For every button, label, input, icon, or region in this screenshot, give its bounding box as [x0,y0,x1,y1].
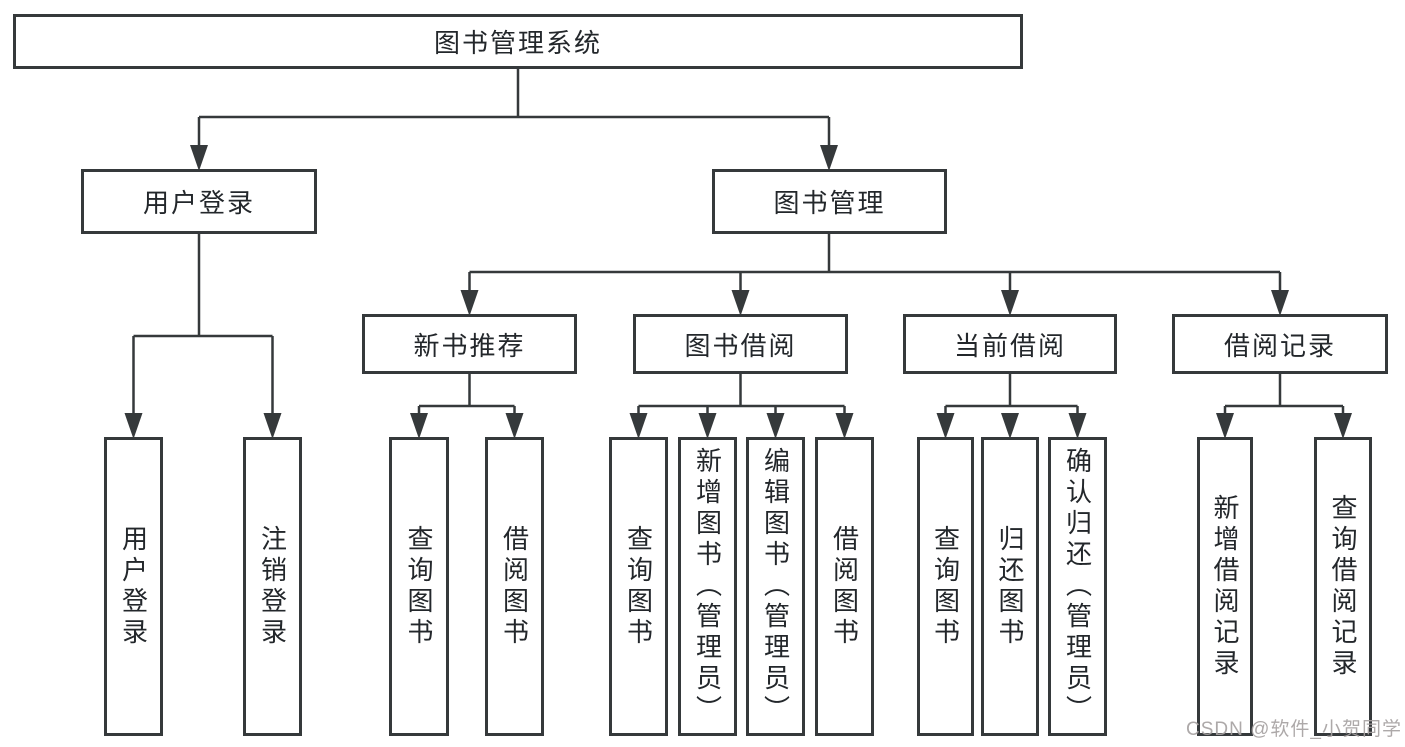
node-query-books-1: 查询图书 [389,437,449,736]
node-query-borrow-record: 查询借阅记录 [1314,437,1372,736]
node-borrow-books-1: 借阅图书 [485,437,544,736]
watermark: CSDN @软件_小贺同学 [1186,719,1402,740]
node-label: 用户登录 [142,188,255,218]
node-label: 新增图书（管理员） [692,447,723,726]
arrow-icon [698,413,717,439]
node-current-borrowing: 当前借阅 [903,314,1117,374]
node-label: 注销登录 [257,524,288,649]
arrow-icon [766,413,785,439]
node-label: 查询借阅记录 [1328,493,1358,680]
node-label: 借阅图书 [829,524,860,649]
node-label: 图书管理系统 [433,28,602,58]
arrow-icon [263,413,282,439]
node-book-borrowing: 图书借阅 [633,314,848,374]
arrow-icon [1216,413,1234,439]
node-label: 图书管理 [773,188,886,218]
node-label: 借阅图书 [499,524,530,649]
node-library-system: 图书管理系统 [13,14,1023,69]
arrow-icon [1271,290,1289,316]
node-new-book-recommendation: 新书推荐 [362,314,577,374]
arrow-icon [820,145,838,171]
node-add-borrow-record: 新增借阅记录 [1197,437,1253,736]
node-user-login-leaf: 用户登录 [104,437,163,736]
node-label: 新书推荐 [413,330,526,361]
arrow-icon [460,290,479,316]
arrow-icon [731,290,750,316]
node-label: 查询图书 [930,524,961,649]
arrow-icon [190,145,208,171]
arrow-icon [629,413,648,439]
arrow-icon [505,413,524,439]
arrow-icon [410,413,428,439]
node-add-book-admin: 新增图书（管理员） [678,437,737,736]
arrow-icon [1001,290,1019,316]
arrow-icon [936,413,955,439]
node-borrowing-records: 借阅记录 [1172,314,1388,374]
node-confirm-return-admin: 确认归还（管理员） [1048,437,1107,736]
node-logout-leaf: 注销登录 [243,437,302,736]
node-book-management: 图书管理 [712,169,947,234]
node-borrow-books-2: 借阅图书 [815,437,874,736]
node-label: 新增借阅记录 [1210,493,1240,680]
node-label: 查询图书 [623,524,654,649]
node-label: 图书借阅 [684,330,797,361]
arrow-icon [1001,413,1019,439]
node-label: 当前借阅 [953,330,1066,361]
node-label: 借阅记录 [1223,330,1336,361]
node-query-books-3: 查询图书 [917,437,974,736]
arrow-icon [1334,413,1352,439]
node-return-books: 归还图书 [981,437,1039,736]
node-label: 归还图书 [995,524,1025,649]
arrow-icon [1068,413,1087,439]
node-user-login: 用户登录 [81,169,317,234]
arrow-icon [124,413,143,439]
node-label: 确认归还（管理员） [1062,447,1093,726]
node-query-books-2: 查询图书 [609,437,668,736]
node-label: 用户登录 [118,524,149,649]
arrow-icon [835,413,854,439]
node-label: 编辑图书（管理员） [760,447,791,726]
node-edit-book-admin: 编辑图书（管理员） [746,437,805,736]
node-label: 查询图书 [404,524,434,649]
